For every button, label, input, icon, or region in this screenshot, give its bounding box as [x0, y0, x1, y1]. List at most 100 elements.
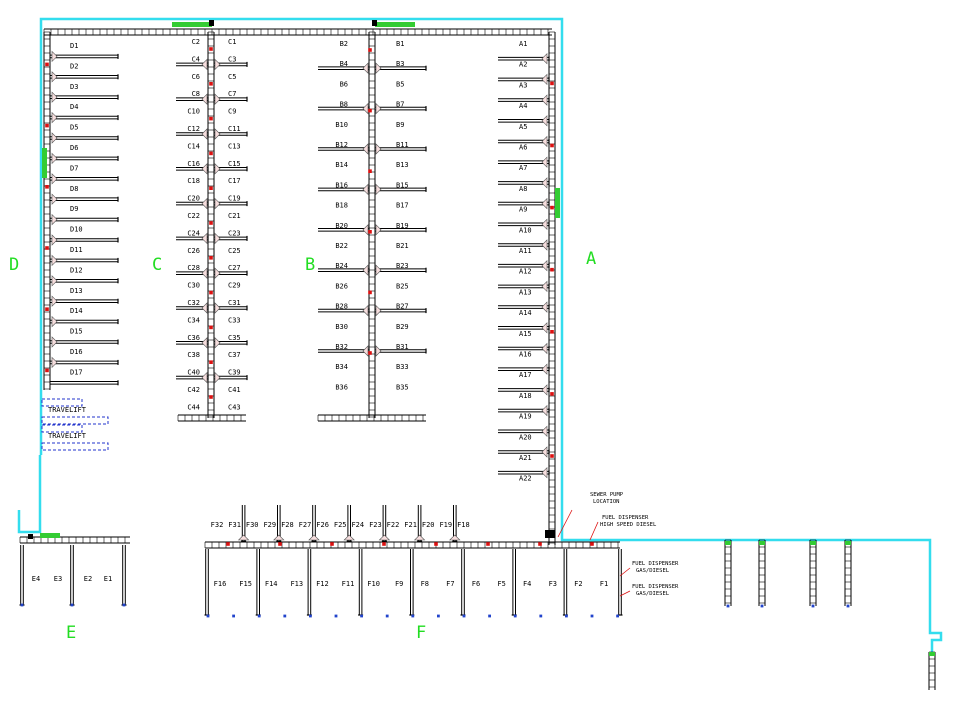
- slip-label-c44: C44: [187, 403, 200, 411]
- slip-label-c39: C39: [228, 369, 241, 377]
- dock-d-knee: [51, 132, 58, 144]
- dock-c-knee: [214, 93, 221, 105]
- pile-marker: [565, 614, 568, 618]
- float-pad-1: [172, 22, 212, 27]
- slip-label-f30: F30: [246, 521, 259, 529]
- slip-label-a13: A13: [519, 288, 532, 296]
- slip-label-c24: C24: [187, 229, 200, 237]
- dock-a-finger: [498, 304, 550, 310]
- utility-marker: [45, 368, 49, 373]
- float-pad-2: [375, 22, 415, 27]
- slip-label-d10: D10: [70, 226, 83, 234]
- dock-d-knee: [51, 91, 58, 103]
- dock-c-knee: [214, 163, 221, 175]
- utility-marker: [550, 205, 554, 210]
- pile-marker: [70, 603, 74, 607]
- dock-f-knee: [308, 534, 320, 541]
- slip-label-a14: A14: [519, 309, 532, 317]
- utility-marker: [368, 351, 372, 355]
- fuel-hsd-line-2: HIGH SPEED DIESEL: [600, 522, 657, 528]
- slip-label-f4: F4: [523, 580, 531, 588]
- slip-label-f11: F11: [342, 580, 355, 588]
- slip-label-f27: F27: [299, 521, 312, 529]
- dock-d-knee: [51, 336, 58, 348]
- dock-c-finger-right: [214, 375, 248, 381]
- slip-label-b33: B33: [396, 363, 409, 371]
- dock-c-finger-left: [176, 201, 209, 207]
- float-pad: [810, 541, 816, 545]
- slip-label-d5: D5: [70, 124, 78, 132]
- dock-f-knee: [237, 534, 250, 541]
- dock-c-knee: [201, 302, 208, 314]
- dock-a-finger: [498, 201, 550, 207]
- east-ramp: [928, 651, 936, 690]
- slip-label-a10: A10: [519, 226, 532, 234]
- slip-labels: D1D2D3D4D5D6D7D8D9D10D11D12D13D14D15D16D…: [32, 38, 608, 588]
- dock-c-knee: [214, 371, 221, 384]
- slip-label-e3: E3: [54, 575, 62, 583]
- utility-marker: [550, 454, 554, 458]
- slip-label-c26: C26: [187, 247, 200, 255]
- slip-label-b17: B17: [396, 202, 409, 210]
- slip-label-b2: B2: [340, 40, 348, 48]
- leader-hsd: [589, 521, 599, 541]
- dock-d-finger: [50, 94, 119, 100]
- utility-marker: [550, 81, 554, 86]
- slip-label-b8: B8: [340, 101, 348, 109]
- utility-marker: [209, 325, 213, 330]
- dock-d-finger: [50, 278, 119, 284]
- utility-marker: [209, 151, 213, 156]
- slip-label-c1: C1: [228, 38, 236, 46]
- dock-d-finger: [50, 53, 119, 59]
- float-pad: [759, 541, 765, 545]
- slip-label-b20: B20: [335, 222, 348, 230]
- dock-f-finger-bottom: [358, 549, 364, 616]
- slip-label-f12: F12: [316, 580, 329, 588]
- float-pad-d: [42, 148, 47, 178]
- dock-c-finger-right: [214, 270, 248, 276]
- dock-c-knee: [201, 128, 208, 140]
- dock-f-finger-top: [417, 505, 423, 542]
- slip-label-a19: A19: [519, 413, 532, 421]
- dock-c-knee: [201, 197, 208, 210]
- dock-a-finger: [498, 56, 550, 62]
- east-finger: [809, 539, 817, 606]
- dock-c-finger-left: [176, 61, 209, 67]
- dock-c-finger-left: [176, 375, 209, 381]
- slip-label-c41: C41: [228, 386, 241, 394]
- dock-b-knee: [362, 264, 369, 276]
- slip-label-a9: A9: [519, 206, 527, 214]
- dock-a-finger: [498, 118, 550, 124]
- dock-d-knee: [51, 254, 58, 267]
- dock-f-finger-bottom: [460, 549, 466, 616]
- dock-b-knee: [375, 183, 382, 196]
- dock-letter-f: F: [416, 623, 426, 643]
- slip-label-b1: B1: [396, 40, 404, 48]
- dock-b-knee: [362, 224, 369, 236]
- slip-label-a21: A21: [519, 454, 532, 462]
- pile-marker: [488, 614, 491, 618]
- dock-f-finger-bottom: [617, 549, 623, 616]
- dock-e-finger: [19, 545, 25, 606]
- dock-a-finger: [498, 346, 550, 351]
- pile-marker: [411, 614, 415, 618]
- dock-f-knee: [378, 534, 391, 541]
- dock-b-finger-right: [375, 308, 427, 314]
- slip-label-c27: C27: [228, 264, 241, 272]
- dock-d-knee: [51, 152, 58, 165]
- dock-a-finger: [498, 470, 550, 476]
- travelift-label-1: TRAVELIFT: [48, 406, 87, 414]
- dock-a-knee: [541, 425, 548, 438]
- dock-a-knee: [541, 135, 548, 148]
- slip-label-f10: F10: [367, 580, 380, 588]
- dock-a-knee: [541, 73, 548, 86]
- dock-f-finger-bottom: [306, 549, 312, 616]
- dock-c-knee: [201, 232, 208, 245]
- dock-a-knee: [541, 197, 548, 210]
- property-boundary-main: [39, 17, 943, 652]
- dock-d-knee: [51, 71, 58, 83]
- slip-label-f16: F16: [214, 580, 227, 588]
- slip-label-a7: A7: [519, 164, 527, 172]
- slip-label-e1: E1: [104, 575, 112, 583]
- dock-d-finger: [50, 155, 119, 161]
